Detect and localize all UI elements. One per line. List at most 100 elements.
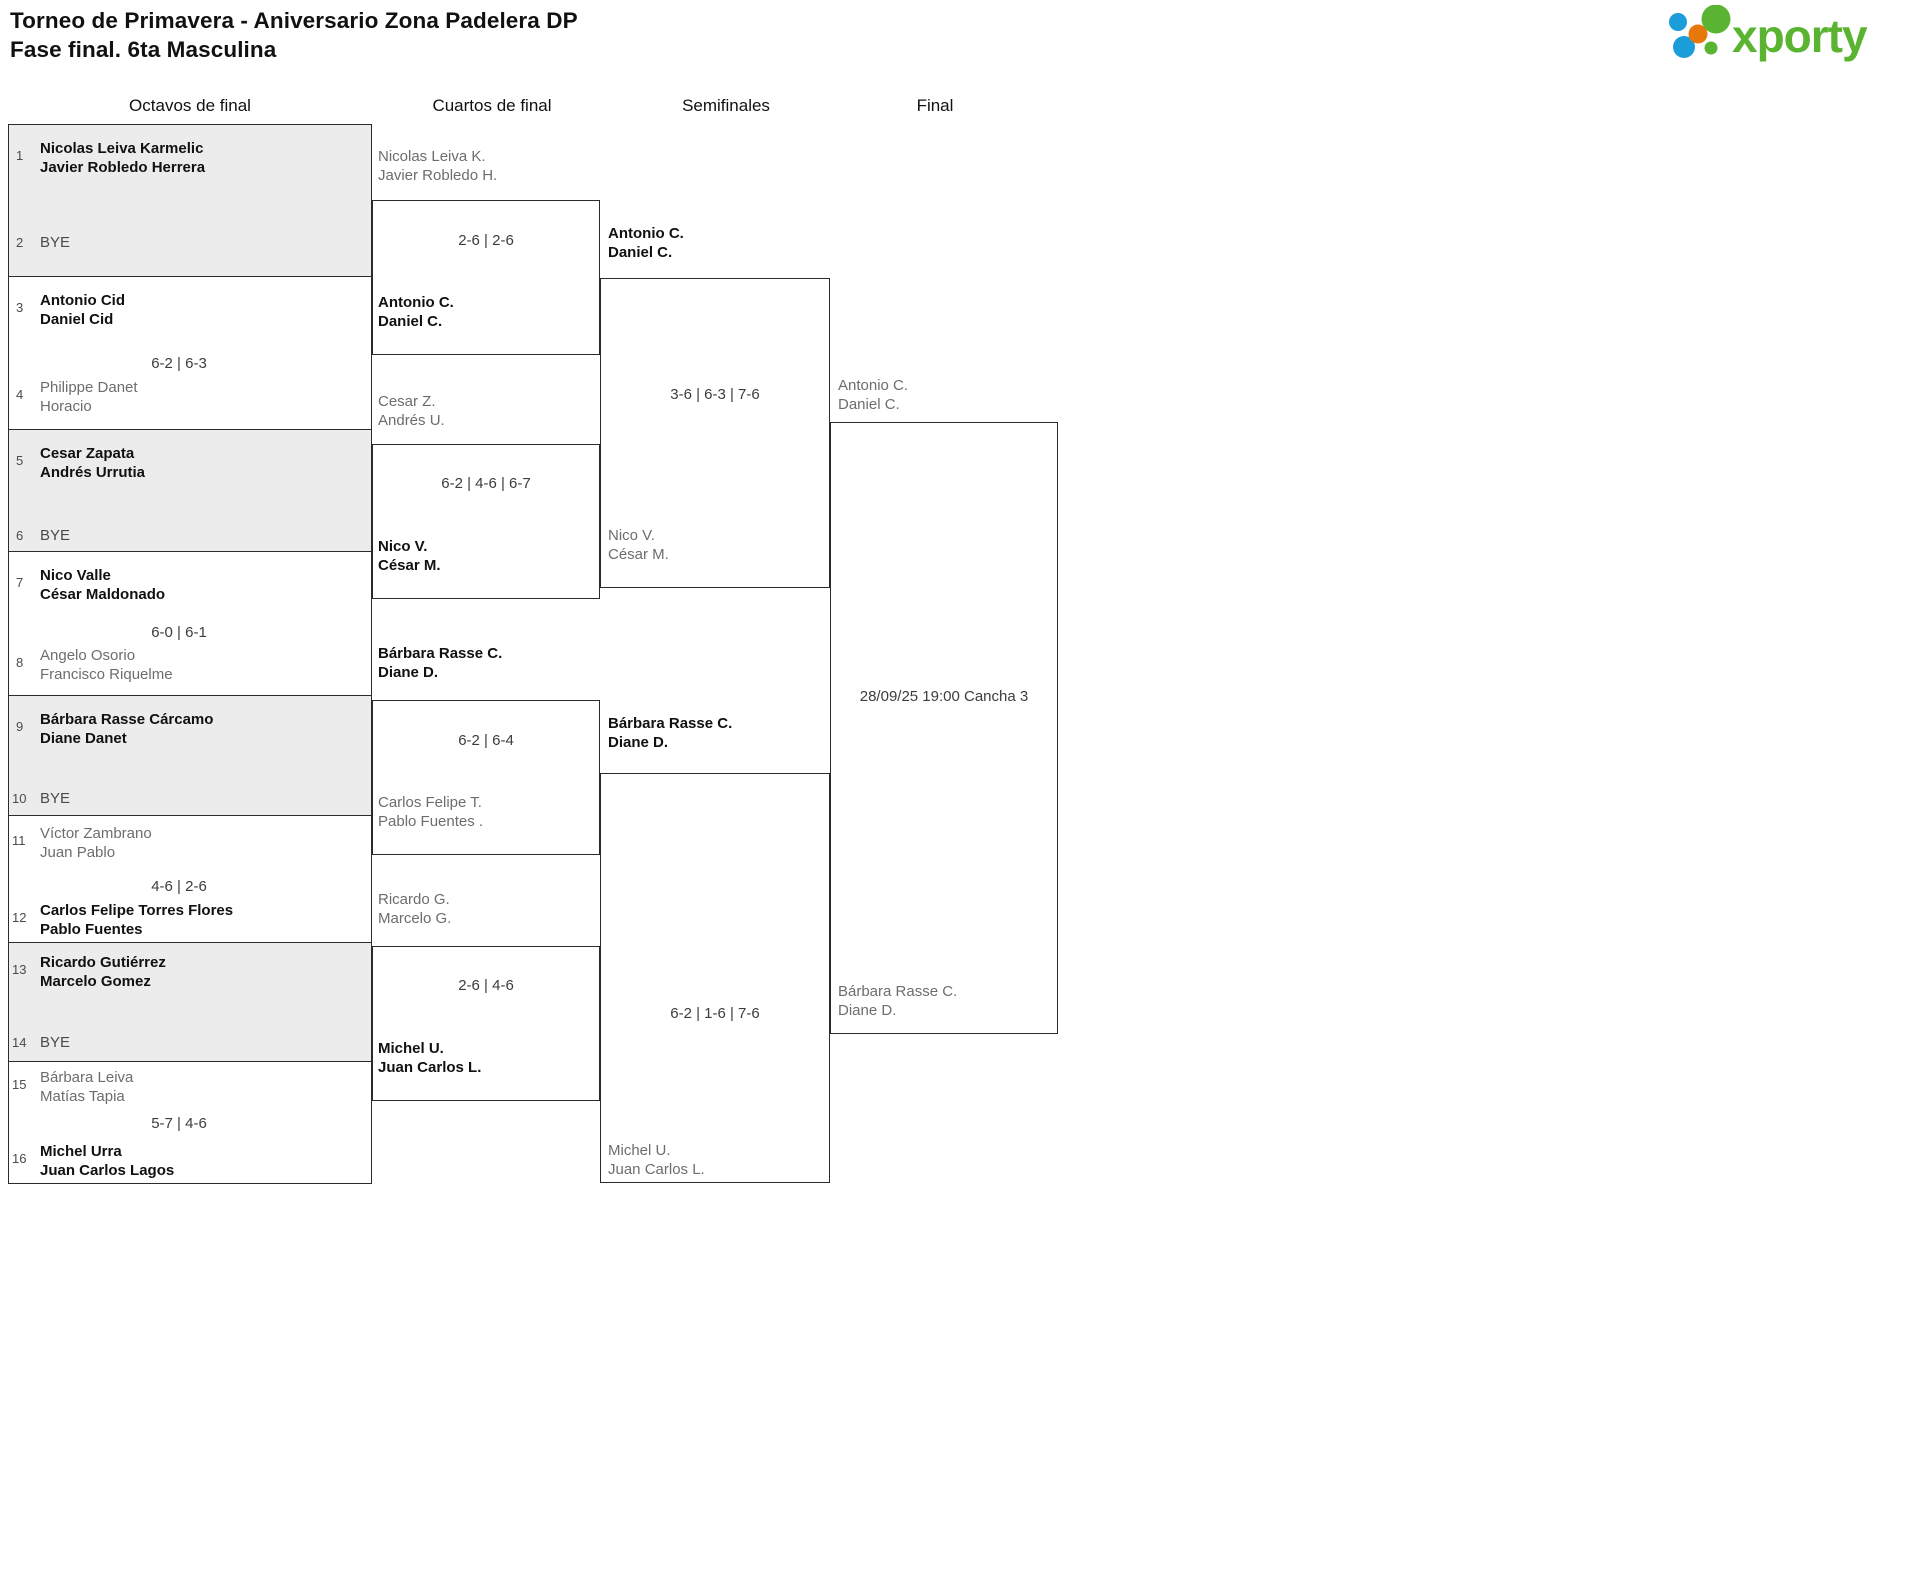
player-name: Horacio	[40, 398, 92, 415]
qf4-score: 2-6 | 4-6	[458, 977, 514, 994]
svg-text:xporty: xporty	[1732, 10, 1868, 62]
r16-match-6[interactable]: 11 Víctor Zambrano Juan Pablo 4-6 | 2-6 …	[8, 816, 372, 943]
final-bottom-player-1: Bárbara Rasse C.	[838, 983, 958, 1000]
r16-match-7[interactable]: 13 Ricardo Gutiérrez Marcelo Gomez 14 BY…	[8, 943, 372, 1062]
qf4-top-player-1: Ricardo G.	[378, 891, 450, 908]
seed-number: 14	[12, 1035, 27, 1050]
player-name: Francisco Riquelme	[40, 666, 173, 683]
r16-match-1[interactable]: 1 Nicolas Leiva Karmelic Javier Robledo …	[8, 124, 372, 277]
seed-number: 15	[12, 1077, 27, 1092]
seed-number: 1	[16, 148, 24, 163]
player-name: Víctor Zambrano	[40, 825, 152, 842]
sf-connector-1	[600, 278, 830, 588]
qf1-bottom-player-1: Antonio C.	[378, 294, 454, 311]
final-bottom-player-2: Diane D.	[838, 1002, 897, 1019]
seed-number: 4	[16, 387, 24, 402]
player-name: Daniel Cid	[40, 311, 114, 328]
qf2-bottom-player-2: César M.	[378, 557, 441, 574]
sf1-top-player-2: Daniel C.	[608, 244, 673, 261]
seed-number: 8	[16, 655, 24, 670]
qf2-top-player-1: Cesar Z.	[378, 393, 436, 410]
qf-connector-1	[372, 200, 600, 355]
qf2-score: 6-2 | 4-6 | 6-7	[441, 475, 531, 492]
r16-match-5[interactable]: 9 Bárbara Rasse Cárcamo Diane Danet 10 B…	[8, 696, 372, 816]
sf2-bottom-player-1: Michel U.	[608, 1142, 671, 1159]
player-name: Juan Pablo	[40, 844, 116, 861]
sf2-top-player-1: Bárbara Rasse C.	[608, 715, 733, 732]
seed-number: 16	[12, 1151, 27, 1166]
player-name: Juan Carlos Lagos	[40, 1162, 175, 1179]
player-name: César Maldonado	[40, 586, 166, 603]
seed-number: 6	[16, 528, 24, 543]
player-name: Antonio Cid	[40, 292, 125, 309]
player-name: BYE	[40, 1034, 71, 1051]
seed-number: 5	[16, 453, 24, 468]
qf1-bottom-player-2: Daniel C.	[378, 313, 443, 330]
qf3-bottom-player-2: Pablo Fuentes .	[378, 813, 484, 830]
round-heading-semifinales: Semifinales	[682, 96, 770, 115]
final-schedule: 28/09/25 19:00 Cancha 3	[859, 688, 1029, 705]
seed-number: 3	[16, 300, 24, 315]
seed-number: 9	[16, 719, 24, 734]
seed-number: 10	[12, 791, 27, 806]
qf-connector-2	[372, 444, 600, 599]
player-name: Carlos Felipe Torres Flores	[40, 902, 234, 919]
player-name: Pablo Fuentes	[40, 921, 143, 938]
player-name: BYE	[40, 527, 71, 544]
page-header: Torneo de Primavera - Aniversario Zona P…	[0, 0, 1920, 95]
match-score: 5-7 | 4-6	[151, 1115, 207, 1132]
final-connector	[830, 422, 1058, 1034]
sf2-top-player-2: Diane D.	[608, 734, 669, 751]
qf1-score: 2-6 | 2-6	[458, 232, 514, 249]
player-name: Ricardo Gutiérrez	[40, 954, 166, 971]
sf1-top-player-1: Antonio C.	[608, 225, 684, 242]
final-top-player-1: Antonio C.	[838, 377, 909, 394]
seed-number: 13	[12, 962, 27, 977]
sf1-bottom-player-1: Nico V.	[608, 527, 655, 544]
player-name: Cesar Zapata	[40, 445, 135, 462]
qf1-top-player-1: Nicolas Leiva K.	[378, 148, 486, 165]
player-name: Philippe Danet	[40, 379, 138, 396]
player-name: Matías Tapia	[40, 1088, 125, 1105]
qf3-top-player-1: Bárbara Rasse C.	[378, 645, 503, 662]
seed-number: 12	[12, 910, 27, 925]
player-name: Nico Valle	[40, 567, 111, 584]
qf2-top-player-2: Andrés U.	[378, 412, 445, 429]
match-score: 6-0 | 6-1	[151, 624, 207, 641]
qf4-top-player-2: Marcelo G.	[378, 910, 452, 927]
player-name: Nicolas Leiva Karmelic	[40, 140, 204, 157]
match-score: 6-2 | 6-3	[151, 355, 207, 372]
seed-number: 7	[16, 575, 24, 590]
r16-match-2[interactable]: 3 Antonio Cid Daniel Cid 6-2 | 6-3 4 Phi…	[8, 277, 372, 430]
player-name: BYE	[40, 790, 71, 807]
qf1-top-player-2: Javier Robledo H.	[378, 167, 498, 184]
seed-number: 2	[16, 235, 24, 250]
round-heading-cuartos: Cuartos de final	[432, 96, 552, 115]
qf3-bottom-player-1: Carlos Felipe T.	[378, 794, 482, 811]
player-name: BYE	[40, 234, 71, 251]
player-name: Angelo Osorio	[40, 647, 136, 664]
player-name: Michel Urra	[40, 1143, 122, 1160]
xporty-logo[interactable]: xporty	[1662, 5, 1902, 63]
xporty-logo-icon: xporty	[1669, 5, 1869, 62]
player-name: Diane Danet	[40, 730, 127, 747]
player-name: Javier Robledo Herrera	[40, 159, 206, 176]
title-block: Torneo de Primavera - Aniversario Zona P…	[10, 6, 578, 64]
qf3-top-player-2: Diane D.	[378, 664, 439, 681]
final-top-player-2: Daniel C.	[838, 396, 900, 413]
r16-match-3[interactable]: 5 Cesar Zapata Andrés Urrutia 6 BYE	[8, 430, 372, 552]
sf1-score: 3-6 | 6-3 | 7-6	[670, 386, 760, 403]
qf-connector-4	[372, 946, 600, 1101]
r16-match-4[interactable]: 7 Nico Valle César Maldonado 6-0 | 6-1 8…	[8, 552, 372, 696]
tournament-title: Torneo de Primavera - Aniversario Zona P…	[10, 8, 578, 33]
qf3-score: 6-2 | 6-4	[458, 732, 514, 749]
sf2-bottom-player-2: Juan Carlos L.	[608, 1161, 705, 1178]
r16-match-8[interactable]: 15 Bárbara Leiva Matías Tapia 5-7 | 4-6 …	[8, 1062, 372, 1184]
round-heading-octavos: Octavos de final	[129, 96, 251, 115]
qf-connector-3	[372, 700, 600, 855]
seed-number: 11	[12, 833, 26, 848]
sf1-bottom-player-2: César M.	[608, 546, 669, 563]
match-score: 4-6 | 2-6	[151, 878, 207, 895]
sf-connector-2	[600, 773, 830, 1183]
